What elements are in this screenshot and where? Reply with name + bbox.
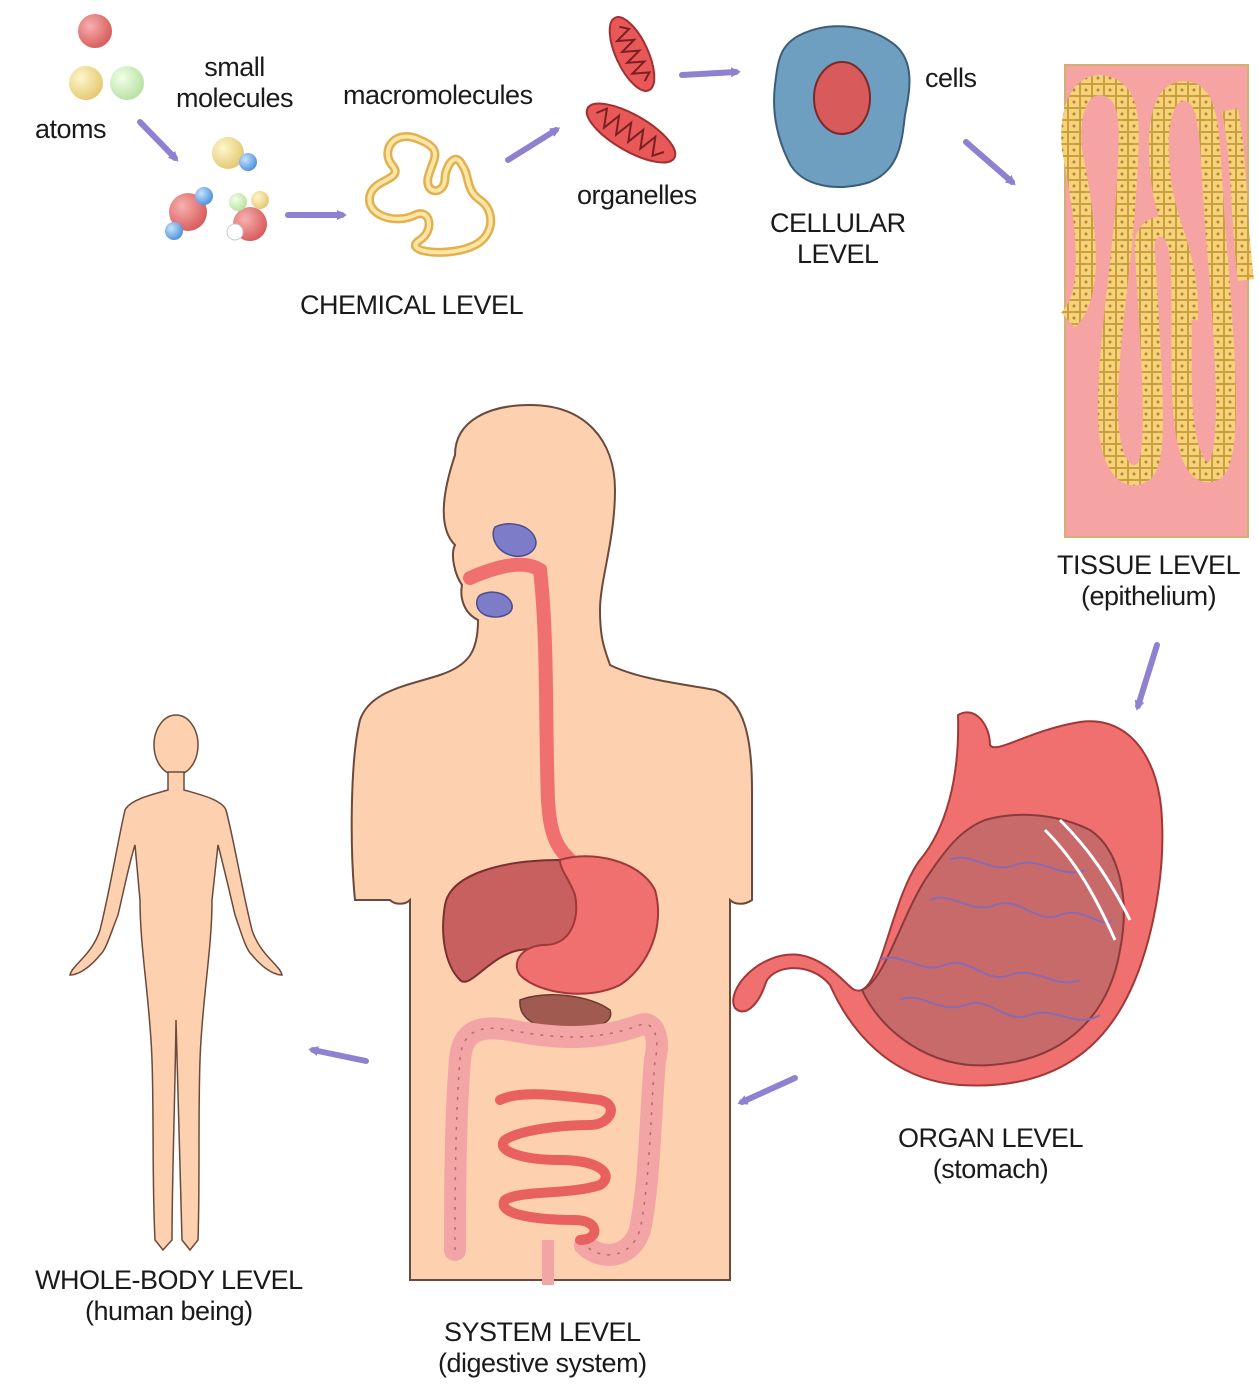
tissue-illustration <box>1065 65 1248 537</box>
atoms-label: atoms <box>35 114 106 145</box>
chemical-level-label: CHEMICAL LEVEL <box>300 290 523 321</box>
arrow-organ-to-system <box>742 1078 795 1102</box>
organ-level-label: ORGAN LEVEL (stomach) <box>898 1123 1083 1185</box>
arrow-system-to-whole-body <box>313 1050 366 1061</box>
stomach-illustration <box>733 712 1162 1085</box>
organelles-label: organelles <box>577 180 697 211</box>
small-molecules-illustration <box>165 137 269 241</box>
whole-body-level-label-line1: WHOLE-BODY LEVEL <box>35 1265 303 1296</box>
arrow-atoms-to-small-molecules <box>140 122 175 158</box>
system-level-label-line2: (digestive system) <box>438 1348 647 1379</box>
tissue-level-label-line1: TISSUE LEVEL <box>1057 550 1240 581</box>
cell-illustration <box>774 26 909 187</box>
small-molecules-label: small molecules <box>176 52 293 114</box>
whole-body-level-label: WHOLE-BODY LEVEL (human being) <box>35 1265 303 1327</box>
organ-level-label-line1: ORGAN LEVEL <box>898 1123 1083 1154</box>
arrow-organelles-to-cells <box>682 72 736 75</box>
system-level-label: SYSTEM LEVEL (digestive system) <box>438 1317 647 1379</box>
cellular-level-label-line1: CELLULAR <box>770 208 906 239</box>
arrow-cells-to-tissue <box>966 142 1012 182</box>
organelles-illustration <box>579 11 684 174</box>
arrow-tissue-to-organ <box>1138 645 1157 706</box>
arrow-macromolecules-to-organelles <box>508 130 556 160</box>
atoms-illustration <box>69 14 144 100</box>
cellular-level-label-line2: LEVEL <box>770 239 906 270</box>
small-molecules-label-line1: small <box>176 52 293 83</box>
tissue-level-label: TISSUE LEVEL (epithelium) <box>1057 550 1240 612</box>
tissue-level-label-line2: (epithelium) <box>1057 581 1240 612</box>
digestive-system-illustration <box>352 405 752 1285</box>
small-molecules-label-line2: molecules <box>176 83 293 114</box>
macromolecules-label: macromolecules <box>343 80 533 111</box>
system-level-label-line1: SYSTEM LEVEL <box>438 1317 647 1348</box>
cells-label: cells <box>925 63 977 94</box>
whole-body-level-label-line2: (human being) <box>35 1296 303 1327</box>
macromolecule-illustration <box>369 137 490 253</box>
human-body-illustration <box>70 715 282 1250</box>
cellular-level-label: CELLULAR LEVEL <box>770 208 906 270</box>
organ-level-label-line2: (stomach) <box>898 1154 1083 1185</box>
